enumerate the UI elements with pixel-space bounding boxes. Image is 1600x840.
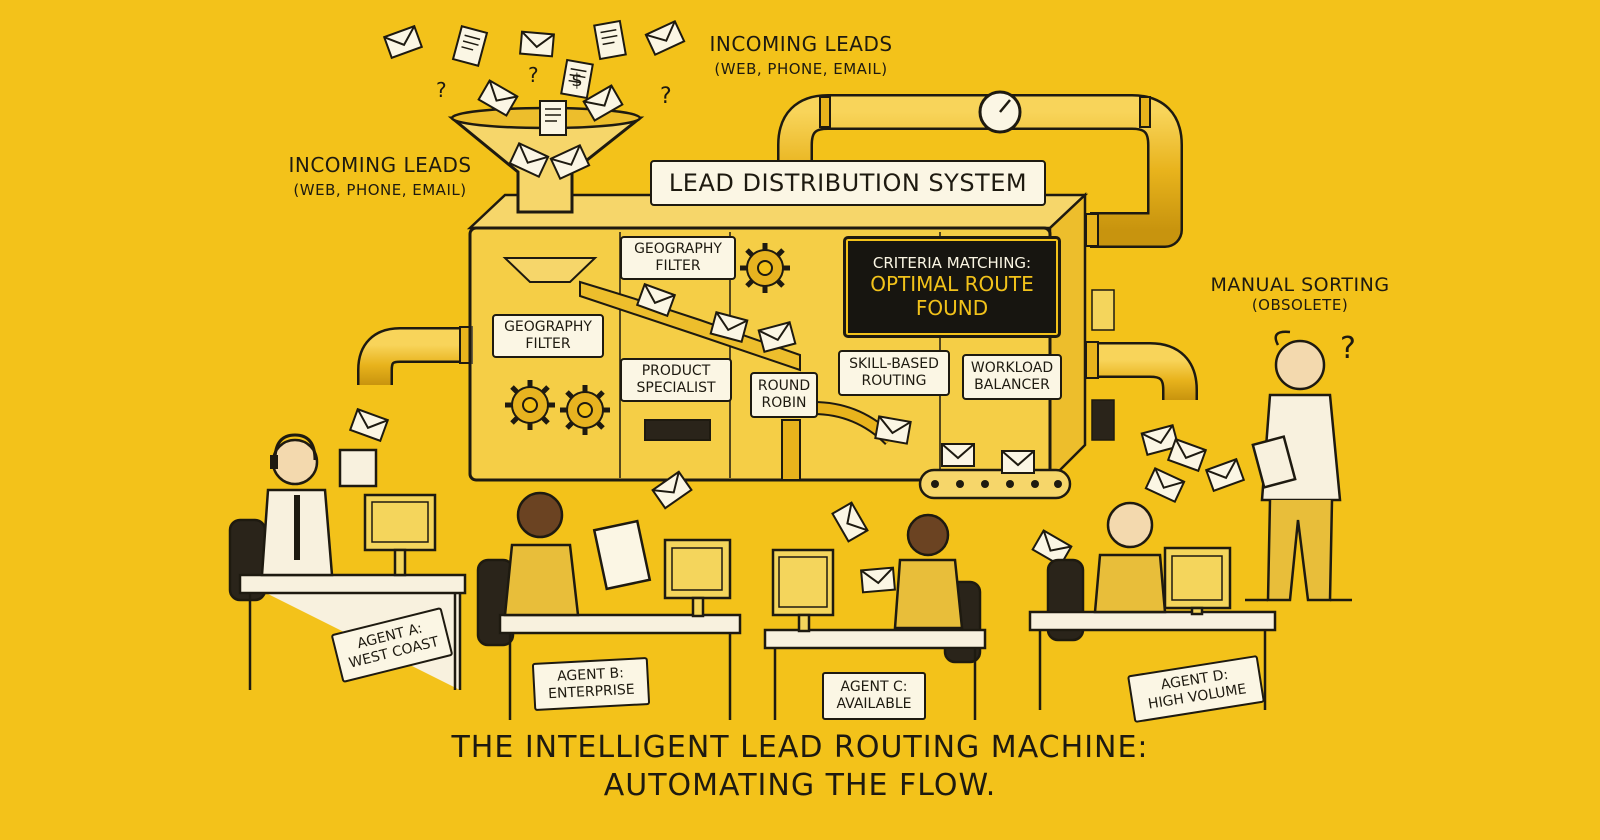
incoming-top-line1: INCOMING LEADS <box>709 32 893 56</box>
filter-skill-line1: SKILL-BASED <box>849 356 939 372</box>
question-mark-icon: ? ? ? ? <box>436 63 1356 366</box>
dollar-document-icon: $ <box>560 20 627 99</box>
manual-sorting-line2: (OBSOLETE) <box>1251 296 1349 314</box>
agent-c-sign: AGENT C: AVAILABLE <box>822 672 926 720</box>
filter-workload-line2: BALANCER <box>974 377 1050 393</box>
filter-geography-left-line2: FILTER <box>525 336 571 352</box>
svg-text:?: ? <box>436 78 447 102</box>
filter-round-line2: ROBIN <box>761 395 807 411</box>
manual-sorting-line1: MANUAL SORTING <box>1210 274 1390 296</box>
filter-skill-based-routing: SKILL-BASED ROUTING <box>838 350 950 396</box>
svg-text:?: ? <box>1340 331 1356 366</box>
manual-sorter-figure <box>1245 330 1352 602</box>
filter-workload-line1: WORKLOAD <box>970 360 1054 376</box>
screen-line3: FOUND <box>915 296 989 320</box>
filter-geography-top-line1: GEOGRAPHY <box>634 241 722 257</box>
agent-c-line2: AVAILABLE <box>836 696 912 712</box>
filter-geography-top: GEOGRAPHY FILTER <box>620 236 736 280</box>
incoming-leads-left-label: INCOMING LEADS (WEB, PHONE, EMAIL) <box>275 153 485 203</box>
filter-geography-left: GEOGRAPHY FILTER <box>492 314 604 358</box>
agent-c-line1: AGENT C: <box>840 679 908 695</box>
filter-workload-balancer: WORKLOAD BALANCER <box>962 354 1062 400</box>
headset-icon <box>270 433 317 469</box>
pipe-top <box>777 90 1183 248</box>
caption-line1: THE INTELLIGENT LEAD ROUTING MACHINE: <box>451 730 1149 765</box>
filter-geography-top-line2: FILTER <box>655 258 701 274</box>
filter-skill-line2: ROUTING <box>861 373 927 389</box>
filter-round-robin: ROUND ROBIN <box>750 372 818 418</box>
desktop-monitor-icon <box>371 501 1223 608</box>
manual-sorting-label: MANUAL SORTING (OBSOLETE) <box>1205 274 1395 314</box>
machine-title-text: LEAD DISTRIBUTION SYSTEM <box>668 169 1028 197</box>
agent-b-sign: AGENT B: ENTERPRISE <box>531 656 651 712</box>
svg-text:$: $ <box>571 70 582 91</box>
machine-title: LEAD DISTRIBUTION SYSTEM <box>650 160 1046 206</box>
agent-desks <box>228 438 1277 720</box>
criteria-matching-screen: CRITERIA MATCHING: OPTIMAL ROUTE FOUND <box>843 236 1061 338</box>
filter-product-line1: PRODUCT <box>641 363 711 379</box>
filter-geography-left-line1: GEOGRAPHY <box>504 319 592 335</box>
incoming-top-line2: (WEB, PHONE, EMAIL) <box>714 60 888 78</box>
incoming-left-line2: (WEB, PHONE, EMAIL) <box>293 181 467 199</box>
screen-line2: OPTIMAL ROUTE <box>870 272 1034 296</box>
incoming-leads-top-label: INCOMING LEADS (WEB, PHONE, EMAIL) <box>706 32 896 82</box>
agent-b-line2: ENTERPRISE <box>547 681 636 703</box>
filter-round-line1: ROUND <box>757 378 811 394</box>
svg-text:?: ? <box>528 63 539 87</box>
conveyor-belt-icon <box>918 468 1072 500</box>
pipe-right <box>1085 341 1198 400</box>
pipe-left <box>357 326 473 385</box>
incoming-left-line1: INCOMING LEADS <box>288 153 472 177</box>
filter-product-specialist: PRODUCT SPECIALIST <box>620 358 732 402</box>
screen-line1: CRITERIA MATCHING: <box>872 254 1032 272</box>
filter-product-line2: SPECIALIST <box>636 380 716 396</box>
svg-text:?: ? <box>660 84 672 109</box>
caption-line2: AUTOMATING THE FLOW. <box>603 768 997 803</box>
inner-mechanism <box>505 243 895 481</box>
